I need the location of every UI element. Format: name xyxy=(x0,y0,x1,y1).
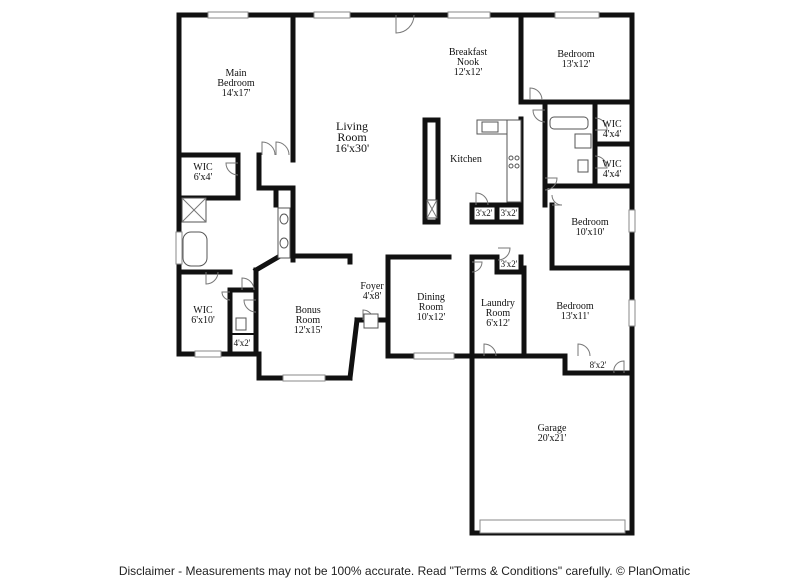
living-room-name-2: Room xyxy=(337,130,367,144)
living-room-name-1: Living xyxy=(336,119,368,133)
sink-icon xyxy=(481,121,499,133)
wic-ne-top-dim: 4'x4' xyxy=(603,129,622,140)
bathtub-icon xyxy=(182,231,208,267)
closet-c-dim: 3'x2' xyxy=(501,259,518,269)
bedroom-se-dim: 13'x11' xyxy=(561,311,589,322)
bonus-room-dim: 12'x15' xyxy=(294,325,323,336)
floor-plan: Main Bedroom 14'x17' Living Room 16'x30'… xyxy=(175,11,636,536)
bedroom-mid-name: Bedroom xyxy=(571,217,608,228)
foyer-dim: 4'x8' xyxy=(363,291,382,302)
breakfast-nook-dim: 12'x12' xyxy=(454,67,483,78)
dining-room-name-1: Dining xyxy=(417,292,445,303)
fixtures xyxy=(181,116,592,331)
bedroom-ne-dim: 13'x12' xyxy=(562,59,591,70)
toilet-icon xyxy=(235,317,247,331)
breakfast-nook-name-1: Breakfast xyxy=(449,47,488,58)
foyer-name: Foyer xyxy=(360,281,384,292)
room-labels: Main Bedroom 14'x17' Living Room 16'x30'… xyxy=(191,47,622,444)
closet-4x2-dim: 4'x2' xyxy=(234,338,251,348)
wic-ne-bottom-dim: 4'x4' xyxy=(603,169,622,180)
closet-a-dim: 3'x2' xyxy=(476,208,493,218)
toilet-icon xyxy=(577,159,589,173)
wic-main-lower-name: WIC xyxy=(193,305,213,316)
laundry-room-name-2: Room xyxy=(486,308,511,319)
bedroom-mid-dim: 10'x10' xyxy=(576,227,605,238)
closet-8x2-dim: 8'x2' xyxy=(590,360,607,370)
doors xyxy=(205,14,625,374)
breakfast-nook-name-2: Nook xyxy=(457,57,479,68)
dining-room-dim: 10'x12' xyxy=(417,312,446,323)
wic-main-upper-name: WIC xyxy=(193,162,213,173)
kitchen-name: Kitchen xyxy=(450,154,482,165)
wic-ne-bottom-name: WIC xyxy=(602,159,622,170)
main-bedroom-dim: 14'x17' xyxy=(222,88,251,99)
bonus-room-name-2: Room xyxy=(296,315,321,326)
vanity-icon xyxy=(574,133,592,149)
main-bedroom-name-2: Bedroom xyxy=(217,78,254,89)
closet-b-dim: 3'x2' xyxy=(501,208,518,218)
bedroom-se-name: Bedroom xyxy=(556,301,593,312)
main-bedroom-name-1: Main xyxy=(225,68,246,79)
bedroom-ne-name: Bedroom xyxy=(557,49,594,60)
garage-dim: 20'x21' xyxy=(538,433,567,444)
interior-walls xyxy=(176,12,635,376)
laundry-room-name-1: Laundry xyxy=(481,298,515,309)
dining-room-name-2: Room xyxy=(419,302,444,313)
bathtub-icon xyxy=(549,116,589,130)
laundry-room-dim: 6'x12' xyxy=(486,318,510,329)
disclaimer-text: Disclaimer - Measurements may not be 100… xyxy=(118,564,691,578)
windows xyxy=(175,11,636,534)
garage-name: Garage xyxy=(538,423,567,434)
bonus-room-name-1: Bonus xyxy=(295,305,321,316)
living-room-dim: 16'x30' xyxy=(335,141,369,155)
wic-main-upper-dim: 6'x4' xyxy=(194,172,213,183)
wic-main-lower-dim: 6'x10' xyxy=(191,315,215,326)
wic-ne-top-name: WIC xyxy=(602,119,622,130)
